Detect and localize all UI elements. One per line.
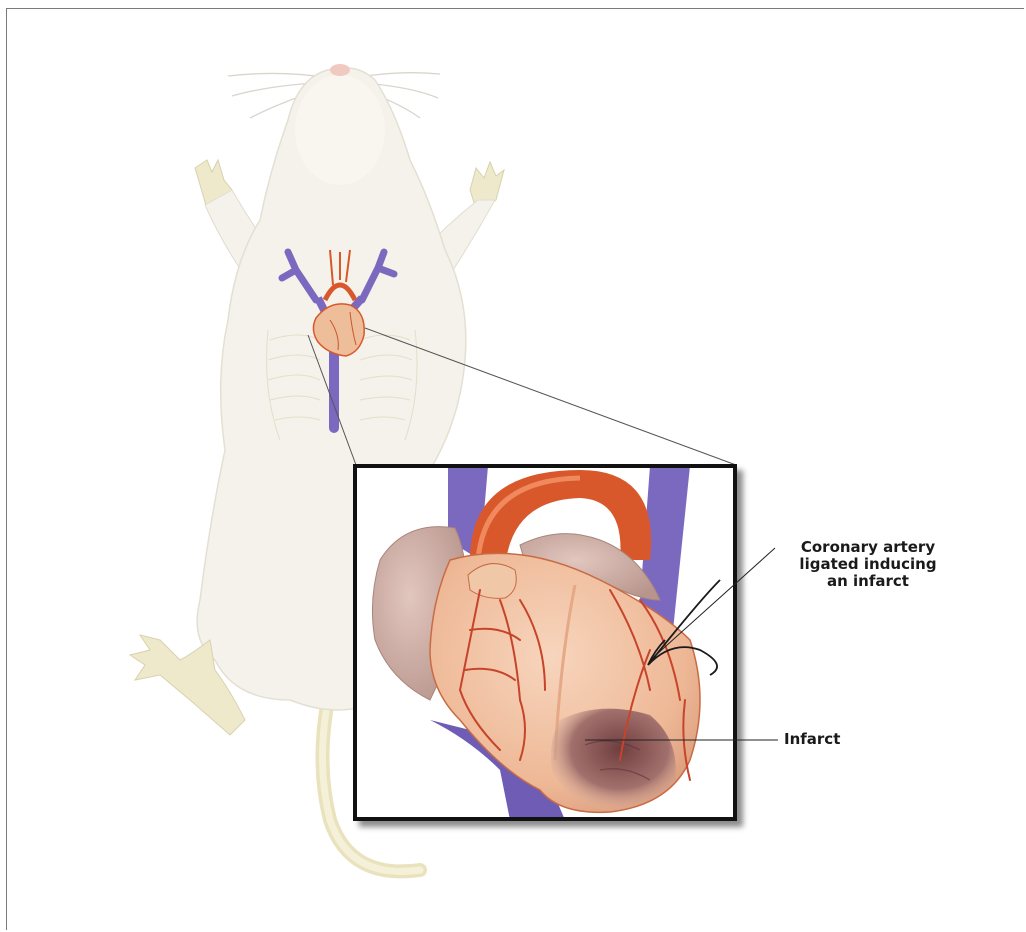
coronary-label-line3: an infarct — [778, 573, 958, 590]
infarct-label: Infarct — [784, 731, 840, 748]
coronary-label-line2: ligated inducing — [778, 556, 958, 573]
coronary-artery-label: Coronary artery ligated inducing an infa… — [778, 539, 958, 590]
inset-heart-magnified — [353, 464, 737, 821]
coronary-label-line1: Coronary artery — [778, 539, 958, 556]
